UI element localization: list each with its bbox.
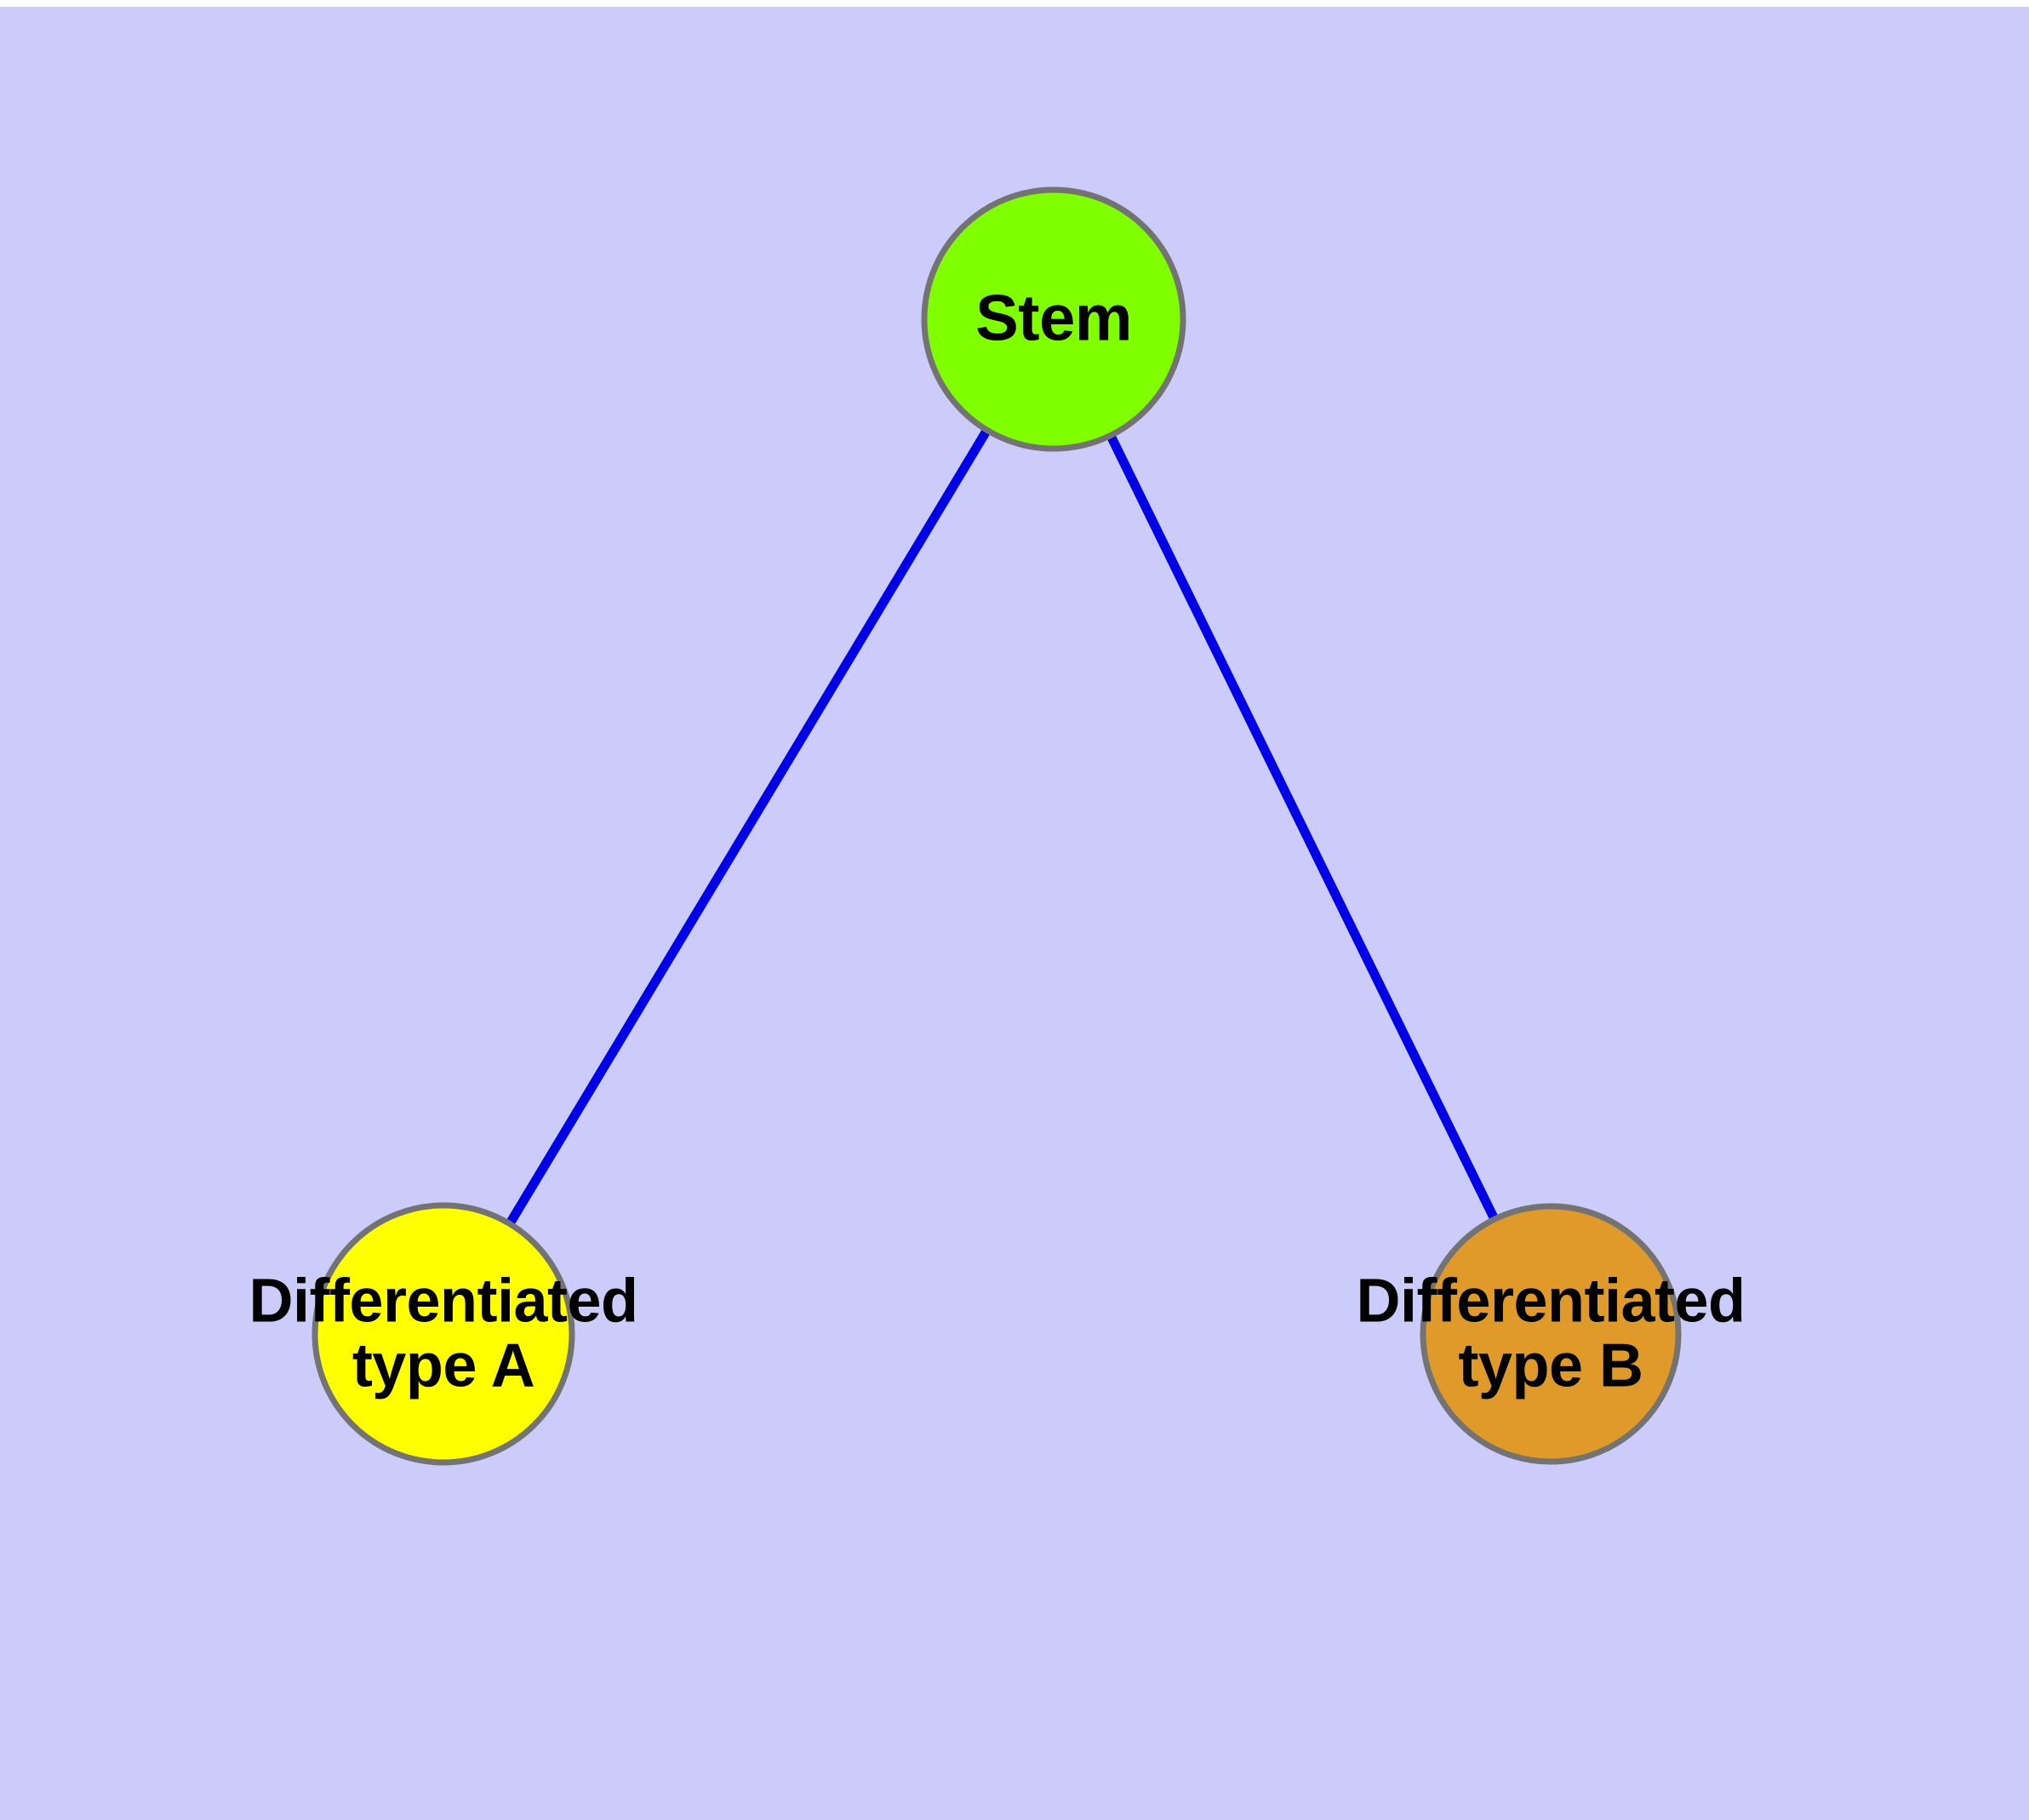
edge-layer	[439, 317, 1555, 1336]
node-layer	[311, 186, 1682, 1466]
graph-node-diff_a[interactable]	[311, 1202, 575, 1466]
graph-node-diff_b[interactable]	[1420, 1203, 1682, 1465]
graph-node-stem[interactable]	[921, 186, 1186, 452]
graph-edge	[1049, 317, 1555, 1336]
graph-edge	[439, 317, 1058, 1336]
